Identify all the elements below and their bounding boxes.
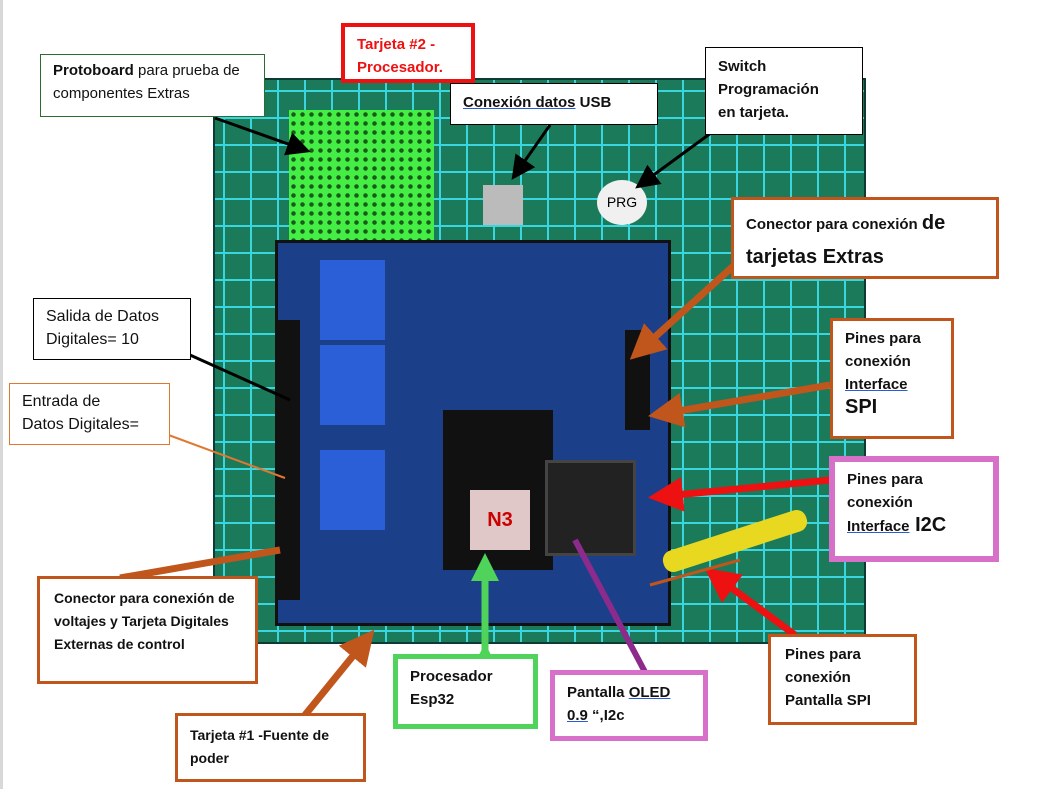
label-oled: Pantalla OLED 0.9 “,I2c [550, 670, 708, 741]
label-tarjeta2: Tarjeta #2 -Procesador. [341, 23, 475, 83]
usb-connector [483, 185, 523, 225]
arrow-usb [511, 124, 552, 180]
esp32-chip: N3 [470, 490, 530, 550]
hardware-photo: N3 PRG [213, 78, 866, 644]
driver-module [320, 450, 385, 530]
arrow-pantalla-spi [704, 567, 798, 638]
arrow-oled [572, 538, 648, 674]
arrow-entrada [154, 429, 286, 479]
page-edge [0, 0, 3, 789]
arrow-voltajes [119, 546, 281, 582]
label-tarjeta1: Tarjeta #1 -Fuente de poder [175, 713, 366, 782]
arrow-switch [635, 128, 716, 189]
arrow-pantalla-spi-2 [649, 558, 741, 587]
protoboard [289, 110, 434, 250]
arrow-i2c [648, 476, 831, 512]
label-protoboard: Protoboard para prueba de componentes Ex… [40, 54, 265, 117]
driver-module [320, 345, 385, 425]
arrow-salida [189, 353, 291, 402]
oled-display [545, 460, 636, 556]
arrow-spi [648, 381, 831, 428]
label-conector-voltajes: Conector para conexión de voltajes y Tar… [37, 576, 258, 684]
arrow-protoboard [214, 116, 311, 156]
arrow-tarjeta1 [302, 629, 375, 718]
arrow-extras [629, 257, 743, 360]
label-usb: Conexión datos USB [450, 83, 658, 125]
prg-switch: PRG [597, 180, 647, 225]
driver-module [320, 260, 385, 340]
